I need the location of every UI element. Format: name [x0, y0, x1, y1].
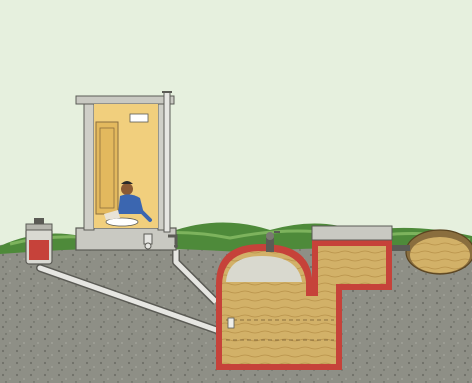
vent-window — [130, 114, 148, 122]
toilet-roof — [76, 96, 174, 104]
valve-icon — [144, 234, 152, 249]
toilet-door — [96, 122, 118, 214]
toilet-base — [76, 228, 176, 250]
outlet-pit-slurry — [410, 237, 470, 273]
displacement-cover — [312, 226, 392, 240]
toilet-wall-left — [84, 102, 94, 230]
toilet-building — [76, 92, 176, 250]
vent-pipe — [164, 92, 170, 232]
inlet-tank — [26, 218, 52, 264]
